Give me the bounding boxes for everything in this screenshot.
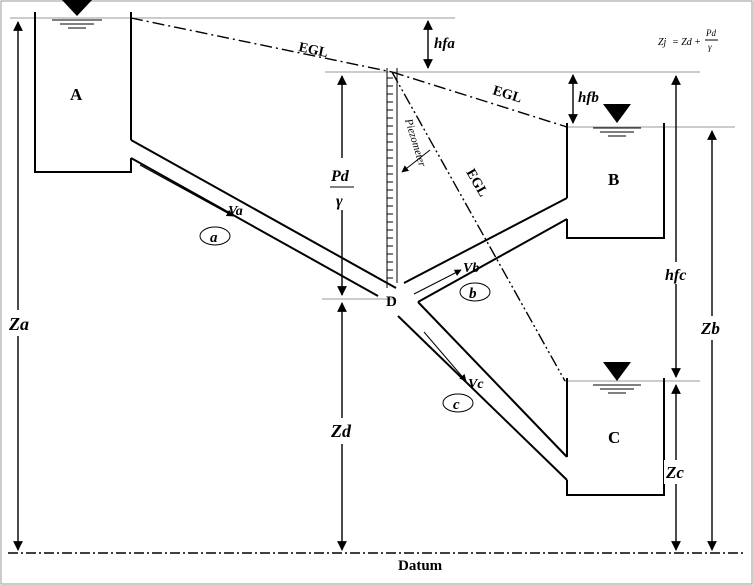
- pipe-a: [130, 139, 397, 297]
- reference-guides: [10, 17, 735, 382]
- reservoir-b: B: [566, 104, 665, 239]
- formula-denominator: γ: [708, 42, 712, 52]
- za-label: Za: [8, 314, 29, 334]
- pipe-labels: a Va b Vb c Vc: [199, 204, 491, 413]
- piezometer-pointer: [401, 149, 431, 173]
- junction-label: D: [386, 294, 397, 310]
- egl-line-b: [391, 71, 568, 128]
- pipe-b-tag: [459, 282, 491, 302]
- datum-line: Datum: [8, 552, 745, 574]
- velocity-b-label: Vb: [463, 261, 479, 276]
- pipe-a-tag: [199, 226, 231, 246]
- pipe-c: [397, 301, 568, 481]
- reservoir-b-label: B: [608, 170, 619, 189]
- egl-label-a: EGL: [297, 40, 329, 61]
- datum-label: Datum: [398, 558, 443, 574]
- zb-label: Zb: [700, 319, 720, 338]
- zc-label: Zc: [665, 463, 684, 482]
- hfb-label: hfb: [578, 90, 599, 106]
- water-surface-marker-b: [603, 104, 631, 123]
- piezometer-scale: [387, 77, 393, 279]
- pipe-a-label: a: [210, 230, 218, 246]
- egl-line-a: [130, 17, 393, 73]
- pressure-head-denominator: γ: [336, 193, 343, 210]
- pipe-b: [403, 197, 568, 303]
- pipe-b-label: b: [469, 286, 477, 302]
- formula-numerator: Pd: [705, 28, 716, 38]
- egl-label-c: EGL: [463, 167, 491, 200]
- velocity-a-label: Va: [228, 204, 243, 219]
- pipe-c-label: c: [453, 397, 460, 413]
- reservoir-a-label: A: [70, 85, 83, 104]
- dimension-arrows: [13, 20, 717, 551]
- egl-label-b: EGL: [491, 83, 524, 106]
- egl-line-c: [391, 71, 566, 382]
- pipe-c-tag: [442, 393, 474, 413]
- reservoir-a: A: [34, 0, 132, 173]
- formula-lhs: Zj: [658, 37, 667, 48]
- reservoir-c-label: C: [608, 428, 620, 447]
- water-surface-marker-a: [62, 0, 92, 16]
- formula-rhs-prefix: = Zd +: [672, 37, 701, 48]
- piezometer-label: Piezometer: [402, 116, 428, 168]
- dimension-labels: Za Pd γ Zd hfa hfb hfc Zc Zb: [8, 36, 725, 484]
- reservoir-c: C: [566, 362, 665, 496]
- hfa-label: hfa: [434, 36, 455, 52]
- junction-head-formula: Zj = Zd + Pd γ: [658, 28, 718, 52]
- velocity-c-label: Vc: [468, 377, 484, 392]
- zd-label: Zd: [330, 421, 352, 441]
- hfc-label: hfc: [665, 267, 686, 284]
- water-surface-marker-c: [603, 362, 631, 381]
- pressure-head-numerator: Pd: [330, 168, 350, 185]
